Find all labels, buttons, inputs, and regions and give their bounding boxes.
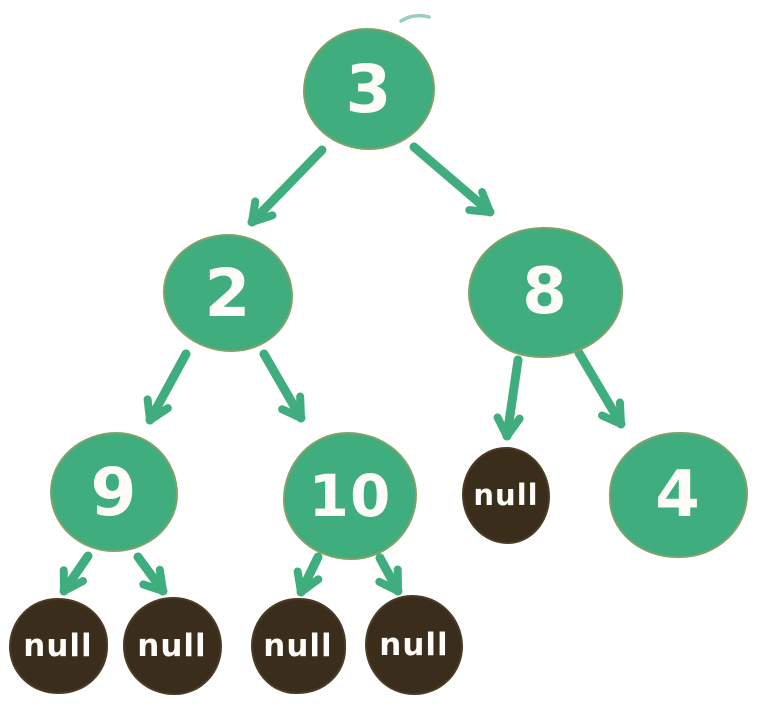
tree-node-node-3: 3 xyxy=(303,28,435,150)
node-label: null xyxy=(137,628,207,664)
node-label: 4 xyxy=(655,458,701,532)
stray-pen-mark-icon xyxy=(399,13,431,23)
tree-null-node-null-8-left: null xyxy=(462,446,550,544)
node-label: null xyxy=(263,628,333,664)
edge-arrow-node-2-to-node-9 xyxy=(143,349,191,425)
edge-arrow-node-3-to-node-8 xyxy=(409,142,495,217)
node-label: 2 xyxy=(204,254,252,332)
edge-arrow-node-9-to-null-9-right xyxy=(133,552,168,596)
tree-null-node-null-9-right: null xyxy=(122,597,222,695)
node-label: null xyxy=(379,627,449,663)
edge-arrow-node-9-to-null-9-left xyxy=(59,551,93,596)
node-label: null xyxy=(473,478,539,512)
node-label: 10 xyxy=(308,462,392,530)
node-label: 8 xyxy=(522,255,568,329)
tree-null-node-null-9-left: null xyxy=(8,598,108,694)
tree-node-node-8: 8 xyxy=(467,226,623,358)
edge-arrow-node-3-to-node-2 xyxy=(247,145,327,227)
edge-arrow-node-8-to-null-8-left xyxy=(493,355,524,441)
node-label: null xyxy=(23,628,93,664)
edge-arrow-node-10-to-null-10-left xyxy=(293,552,323,597)
tree-null-node-null-10-left: null xyxy=(250,598,346,694)
tree-node-node-9: 9 xyxy=(50,432,178,552)
edge-arrow-node-8-to-node-4 xyxy=(574,348,626,429)
node-label: 3 xyxy=(345,50,393,128)
tree-node-node-10: 10 xyxy=(283,432,417,560)
tree-null-node-null-10-right: null xyxy=(365,595,463,695)
tree-node-node-2: 2 xyxy=(163,234,293,352)
edge-arrow-node-2-to-node-10 xyxy=(259,349,306,423)
node-label: 9 xyxy=(90,453,138,531)
tree-node-node-4: 4 xyxy=(608,432,748,558)
edge-arrow-node-10-to-null-10-right xyxy=(375,553,403,596)
